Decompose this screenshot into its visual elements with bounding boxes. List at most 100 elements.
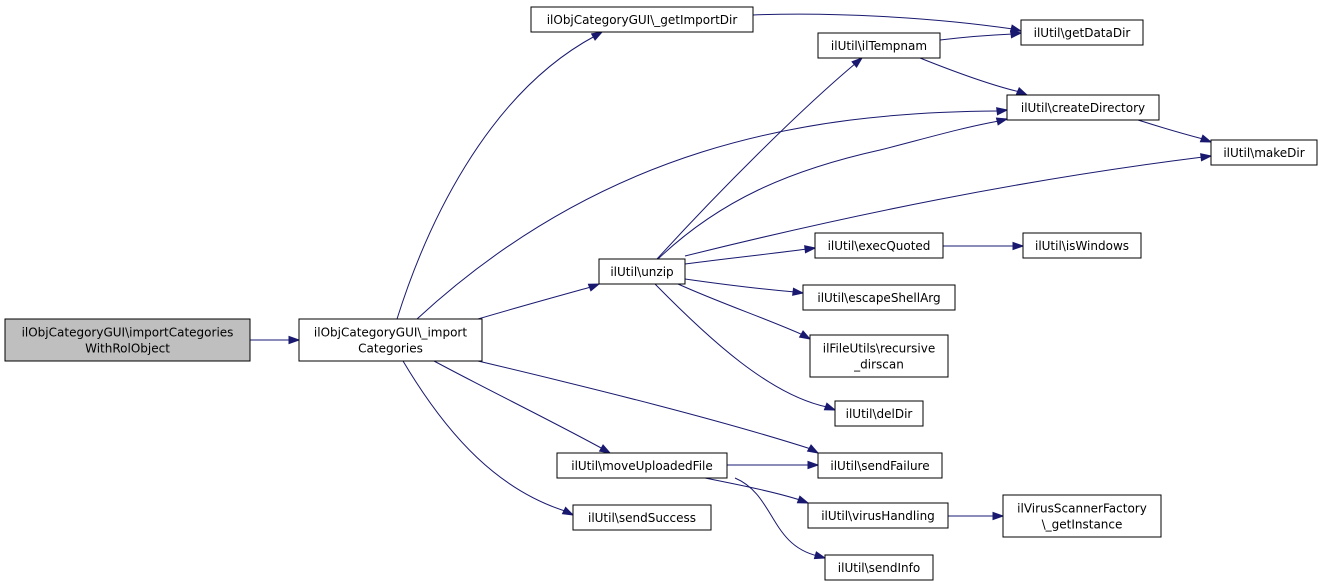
edge-execQuoted-to-isWindows xyxy=(942,241,1025,251)
node-virusScanner[interactable]: ilVirusScannerFactory \_getInstance xyxy=(1002,494,1162,538)
edge-line xyxy=(656,62,857,260)
edge-line xyxy=(477,286,592,320)
edge-arrowhead xyxy=(851,57,864,68)
node-label: WithRolObject xyxy=(85,342,170,356)
node-label: _dirscan xyxy=(853,358,904,372)
node-label: ilVirusScannerFactory xyxy=(1017,502,1147,516)
edge-import-to-unzip xyxy=(477,283,601,320)
edge-moveUploaded-to-sendFailure xyxy=(727,460,820,470)
node-label: ilUtil\sendSuccess xyxy=(588,511,696,525)
node-box xyxy=(807,502,949,529)
edge-arrowhead xyxy=(288,335,301,345)
edge-virusHandling-to-virusScanner xyxy=(947,511,1005,521)
edge-arrowhead xyxy=(792,287,805,296)
edges-layer xyxy=(250,13,1213,560)
node-escapeShellArg[interactable]: ilUtil\escapeShellArg xyxy=(802,284,956,311)
node-box xyxy=(1002,494,1162,538)
node-root: ilObjCategoryGUI\importCategoriesWithRol… xyxy=(4,318,251,362)
edge-arrowhead xyxy=(590,31,604,41)
node-unzip[interactable]: ilUtil\unzip xyxy=(598,258,686,285)
edge-arrowhead xyxy=(823,402,837,411)
edge-arrowhead xyxy=(807,460,820,470)
node-makeDir[interactable]: ilUtil\makeDir xyxy=(1210,139,1318,166)
edge-line xyxy=(1137,119,1204,140)
edge-line xyxy=(684,248,808,265)
node-label: ilUtil\getDataDir xyxy=(1034,26,1131,40)
node-isWindows[interactable]: ilUtil\isWindows xyxy=(1022,232,1142,259)
edge-arrowhead xyxy=(1012,241,1025,251)
node-label: ilUtil\moveUploadedFile xyxy=(571,459,713,473)
node-execQuoted[interactable]: ilUtil\execQuoted xyxy=(814,232,944,259)
edge-arrowhead xyxy=(813,551,827,560)
node-box xyxy=(556,452,728,479)
node-box xyxy=(817,32,941,59)
node-sendInfo[interactable]: ilUtil\sendInfo xyxy=(824,554,934,581)
node-box xyxy=(809,334,949,378)
node-recursiveDirscan[interactable]: ilFileUtils\recursive _dirscan xyxy=(809,334,949,378)
node-sendSuccess[interactable]: ilUtil\sendSuccess xyxy=(572,504,712,531)
node-box xyxy=(817,452,943,479)
node-label: ilUtil\makeDir xyxy=(1223,146,1304,160)
node-label: ilObjCategoryGUI\_import xyxy=(314,326,467,340)
node-label: ilUtil\escapeShellArg xyxy=(817,291,940,305)
node-label: \_getInstance xyxy=(1042,518,1123,532)
nodes-layer: ilObjCategoryGUI\importCategoriesWithRol… xyxy=(4,6,1318,581)
edge-line xyxy=(657,120,1000,260)
edge-line xyxy=(684,278,796,293)
node-box xyxy=(1022,232,1142,259)
node-ilTempnam[interactable]: ilUtil\ilTempnam xyxy=(817,32,941,59)
node-label: ilFileUtils\recursive xyxy=(823,342,935,356)
edge-arrowhead xyxy=(996,107,1009,116)
edge-line xyxy=(919,57,1021,93)
edge-line xyxy=(402,360,566,512)
node-getImportDir[interactable]: ilObjCategoryGUI\_getImportDir xyxy=(530,6,754,33)
edge-line xyxy=(684,156,1204,257)
node-box xyxy=(1210,139,1318,166)
node-createDirectory[interactable]: ilUtil\createDirectory xyxy=(1006,94,1160,121)
node-label: ilObjCategoryGUI\importCategories xyxy=(22,326,234,340)
node-box xyxy=(802,284,956,311)
edge-unzip-to-recursiveDirscan xyxy=(677,283,812,340)
node-virusHandling[interactable]: ilUtil\virusHandling xyxy=(807,502,949,529)
edge-import-to-createDirectory xyxy=(416,107,1009,320)
edge-arrowhead xyxy=(992,511,1005,521)
node-delDir[interactable]: ilUtil\delDir xyxy=(834,400,924,427)
node-import[interactable]: ilObjCategoryGUI\_importCategories xyxy=(298,318,483,362)
node-label: ilUtil\unzip xyxy=(610,265,673,279)
edge-createDirectory-to-makeDir xyxy=(1137,119,1213,143)
edge-root-to-import xyxy=(250,335,301,345)
edge-arrowhead xyxy=(798,330,812,340)
node-box xyxy=(824,554,934,581)
node-getDataDir[interactable]: ilUtil\getDataDir xyxy=(1020,19,1144,46)
node-label: ilUtil\sendFailure xyxy=(830,459,929,473)
edge-line xyxy=(477,360,812,450)
node-moveUploaded[interactable]: ilUtil\moveUploadedFile xyxy=(556,452,728,479)
edge-moveUploaded-to-sendInfo xyxy=(734,477,827,560)
node-label: ilObjCategoryGUI\_getImportDir xyxy=(547,13,738,27)
edge-arrowhead xyxy=(796,495,810,504)
edge-line xyxy=(433,360,604,450)
edge-import-to-moveUploaded xyxy=(433,360,612,454)
edge-moveUploaded-to-virusHandling xyxy=(704,477,810,504)
edge-line xyxy=(396,35,596,320)
edge-line xyxy=(939,33,1014,41)
node-label: Categories xyxy=(358,342,423,356)
node-label: ilUtil\createDirectory xyxy=(1021,101,1145,115)
edge-arrowhead xyxy=(1199,134,1213,143)
edge-unzip-to-execQuoted xyxy=(684,245,817,265)
edge-line xyxy=(752,13,1014,30)
edge-unzip-to-createDirectory xyxy=(657,117,1009,260)
edge-arrowhead xyxy=(1200,153,1213,162)
edge-line xyxy=(654,283,828,408)
node-sendFailure[interactable]: ilUtil\sendFailure xyxy=(817,452,943,479)
edge-arrowhead xyxy=(995,117,1009,126)
edge-line xyxy=(416,110,1000,320)
node-label: ilUtil\delDir xyxy=(846,407,913,421)
edge-line xyxy=(677,283,804,336)
edge-arrowhead xyxy=(561,506,575,516)
edge-line xyxy=(704,477,801,501)
edge-arrowhead xyxy=(806,444,820,454)
node-box xyxy=(530,6,754,33)
node-label: ilUtil\isWindows xyxy=(1035,239,1129,253)
edge-import-to-getImportDir xyxy=(396,31,604,320)
